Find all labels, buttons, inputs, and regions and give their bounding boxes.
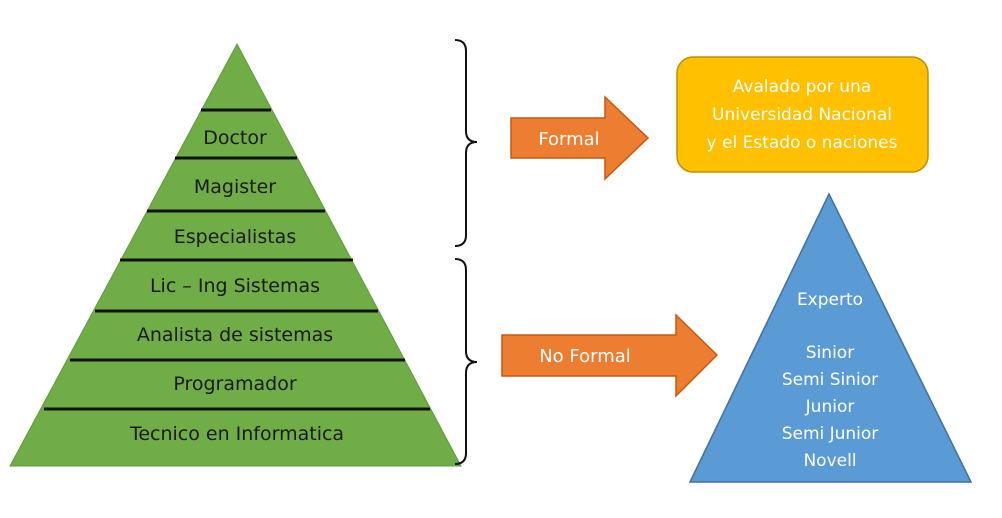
pyramid-level-tecnico: Tecnico en Informatica xyxy=(129,423,344,445)
pyramid-level-magister: Magister xyxy=(194,176,276,198)
experience-level-novell: Novell xyxy=(803,451,856,471)
no-formal-arrow xyxy=(501,313,719,398)
experience-triangle xyxy=(688,192,973,483)
formal-box-line-2: Universidad Nacional xyxy=(712,105,892,125)
formal-brace xyxy=(454,39,478,247)
pyramid-level-especialistas: Especialistas xyxy=(174,226,296,248)
formal-arrow-label: Formal xyxy=(538,129,599,150)
formal-box-line-1: Avalado por una xyxy=(733,77,871,97)
experience-level-junior: Junior xyxy=(805,397,855,417)
experience-level-experto: Experto xyxy=(797,290,863,310)
formal-arrow xyxy=(510,95,650,181)
pyramid-dividers xyxy=(44,108,430,411)
experience-level-sinior: Sinior xyxy=(806,343,854,363)
no-formal-brace xyxy=(454,258,478,465)
pyramid-level-analista: Analista de sistemas xyxy=(137,324,333,346)
experience-level-semi-sinior: Semi Sinior xyxy=(782,370,878,390)
education-pyramid xyxy=(9,42,462,467)
pyramid-level-lic-ing: Lic – Ing Sistemas xyxy=(150,275,320,297)
pyramid-level-doctor: Doctor xyxy=(203,127,267,149)
experience-level-semi-junior: Semi Junior xyxy=(782,424,879,444)
formal-endorsement-box xyxy=(676,56,929,173)
no-formal-arrow-label: No Formal xyxy=(539,346,631,367)
formal-box-line-3: y el Estado o naciones xyxy=(707,133,898,153)
pyramid-level-programador: Programador xyxy=(173,373,296,395)
